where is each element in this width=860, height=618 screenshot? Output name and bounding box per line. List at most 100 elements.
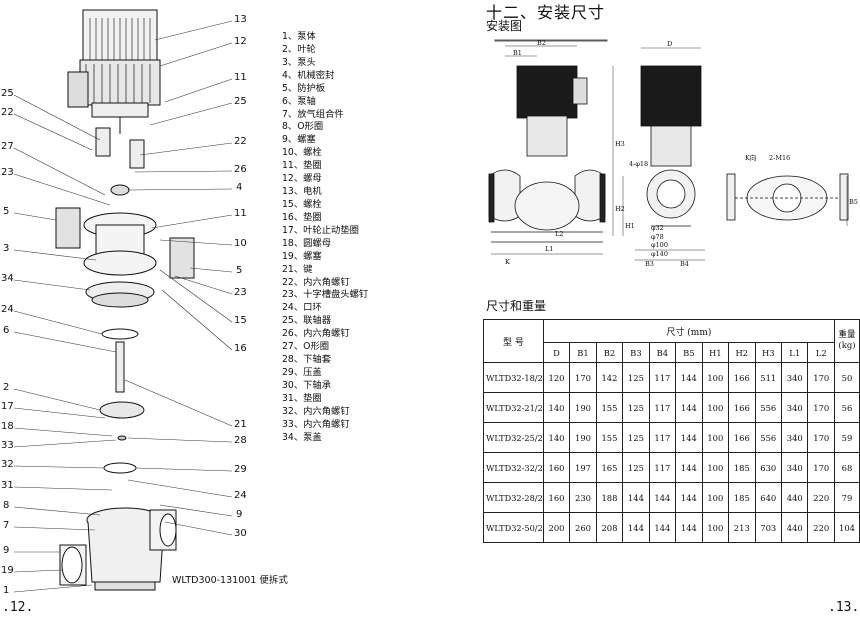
cell-value: 155 [595, 422, 624, 453]
cell-value: 140 [542, 392, 571, 423]
cell-value: 117 [648, 392, 677, 423]
callout-left-13: 33 [1, 440, 14, 451]
label-d32: φ32 [651, 224, 664, 232]
callout-left-16: 8 [3, 500, 10, 511]
header-weight-line2: (kg) [838, 341, 856, 351]
cell-value: 100 [701, 452, 730, 483]
callout-right-1: 13 [234, 14, 247, 25]
label-b5: B5 [849, 198, 858, 206]
parts-list-item: 33、内六角螺钉 [282, 418, 350, 430]
cell-value: 117 [648, 362, 677, 393]
cell-value: 340 [780, 362, 809, 393]
parts-list-item: 4、机械密封 [282, 69, 335, 81]
cell-value: 190 [569, 392, 597, 423]
cell-value: 142 [595, 362, 624, 393]
cell-value: 200 [542, 512, 571, 543]
cell-value: 220 [807, 512, 835, 543]
cell-weight: 79 [834, 482, 860, 513]
callout-right-9: 10 [234, 238, 247, 249]
cell-value: 100 [701, 392, 730, 423]
callout-left-4: 23 [1, 167, 14, 178]
parts-list-item: 13、电机 [282, 186, 322, 198]
callout-left-20: 1 [3, 585, 10, 596]
cell-value: 166 [728, 392, 756, 423]
cell-model: WLTD32-32/2 [483, 452, 544, 483]
callout-left-15: 31 [1, 480, 14, 491]
header-weight: 重量 (kg) [834, 319, 860, 363]
cell-weight: 104 [834, 512, 860, 543]
cell-value: 440 [780, 512, 809, 543]
cell-value: 144 [675, 512, 703, 543]
right-page: 十二、安装尺寸 安装图 [430, 0, 860, 618]
cell-value: 155 [595, 392, 624, 423]
col-b4: B4 [648, 342, 677, 363]
cell-model: WLTD32-21/2 [483, 392, 544, 423]
cell-value: 166 [728, 362, 756, 393]
callout-right-8: 11 [234, 208, 247, 219]
cell-value: 630 [754, 452, 783, 483]
left-page: 25 22 27 23 5 3 34 24 6 2 17 18 33 32 31… [1, 9, 368, 615]
parts-list-item: 28、下轴套 [282, 354, 332, 366]
callout-left-18: 9 [3, 545, 10, 556]
callout-right-13: 16 [234, 343, 247, 354]
callout-left-19: 19 [1, 565, 14, 576]
label-h2: H2 [615, 205, 625, 213]
cell-value: 556 [754, 392, 783, 423]
parts-list-item: 16、垫圈 [282, 211, 322, 223]
header-dimensions: 尺寸 (mm) [542, 319, 836, 343]
parts-list-item: 17、叶轮止动垫圈 [282, 224, 359, 236]
cell-value: 703 [754, 512, 783, 543]
col-l1: L1 [780, 342, 809, 363]
cell-value: 640 [754, 482, 783, 513]
parts-list-item: 29、压盖 [282, 366, 322, 378]
cell-value: 170 [807, 422, 835, 453]
parts-list-item: 1、泵体 [282, 31, 316, 42]
parts-list-item: 5、防护板 [282, 82, 326, 94]
callout-right-19: 30 [234, 528, 247, 539]
callout-right-2: 12 [234, 36, 247, 47]
cell-value: 125 [622, 362, 650, 393]
cell-value: 120 [542, 362, 571, 393]
drawing-caption: WLTD300-131001 便拆式 [172, 575, 288, 586]
header-weight-line1: 重量 [838, 330, 856, 340]
cell-value: 100 [701, 482, 730, 513]
parts-list-item: 26、内六角螺钉 [282, 328, 350, 340]
cell-model: WLTD32-25/2 [483, 422, 544, 453]
cell-value: 100 [701, 512, 730, 543]
cell-value: 165 [595, 452, 624, 483]
side-motor-shape [640, 65, 702, 127]
label-b4: B4 [680, 260, 689, 266]
cell-value: 170 [807, 452, 835, 483]
col-h3: H3 [754, 342, 783, 363]
parts-list-item: 12、螺母 [282, 173, 322, 185]
col-b5: B5 [675, 342, 703, 363]
callout-right-4: 25 [234, 96, 247, 107]
label-h3: H3 [615, 140, 625, 148]
cell-value: 511 [754, 362, 783, 393]
cell-value: 144 [648, 512, 677, 543]
label-h1: H1 [625, 222, 635, 230]
callout-left-5: 5 [3, 206, 10, 217]
parts-list-item: 34、泵盖 [282, 431, 322, 443]
cell-value: 556 [754, 422, 783, 453]
parts-list-item: 3、泵头 [282, 56, 316, 68]
parts-list-item: 6、泵轴 [282, 95, 316, 107]
cell-value: 197 [569, 452, 597, 483]
cell-value: 185 [728, 452, 756, 483]
parts-list-item: 21、键 [282, 263, 313, 275]
parts-list: 1、泵体 2、叶轮 3、泵头 4、机械密封 5、防护板 6、泵轴 7、放气组合件… [282, 31, 368, 445]
callout-left-7: 34 [1, 273, 14, 284]
label-d78: φ78 [651, 233, 664, 241]
cell-value: 170 [807, 362, 835, 393]
header-model: 型 号 [483, 319, 544, 363]
cell-value: 117 [648, 422, 677, 453]
parts-list-item: 23、十字槽盘头螺钉 [282, 289, 369, 301]
table-header-row: 型 号 尺寸 (mm) 重量 (kg) [483, 319, 860, 363]
cell-value: 144 [675, 452, 703, 483]
cell-value: 340 [780, 422, 809, 453]
callout-right-12: 15 [234, 315, 247, 326]
callout-left-17: 7 [3, 520, 10, 531]
